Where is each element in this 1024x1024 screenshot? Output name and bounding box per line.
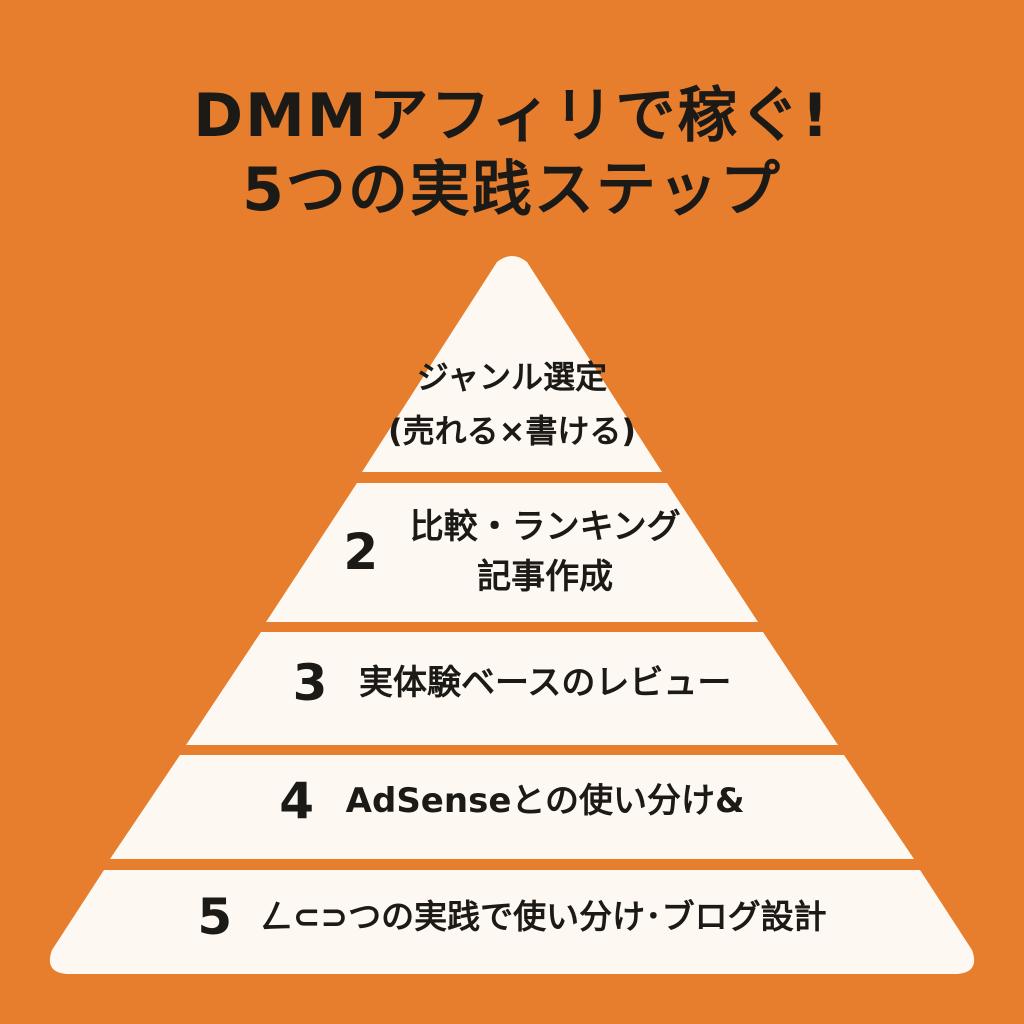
pyramid-tier-1 <box>362 256 662 472</box>
step-2-text: 比較・ランキング 記事作成 <box>410 502 681 602</box>
step-1-line-1: ジャンル選定 <box>416 358 608 396</box>
step-4-number: 4 <box>279 772 315 830</box>
step-3-number: 3 <box>292 654 328 712</box>
title-line-2: 5つの実践ステップ <box>242 155 782 225</box>
step-5-number: 5 <box>197 888 233 946</box>
pyramid-tier-5 <box>49 870 975 974</box>
step-3-text: 実体験ベースのレビュー <box>359 663 732 703</box>
step-1-line-2: (売れる×書ける) <box>387 412 637 450</box>
step-4-text: AdSenseとの使い分け& <box>345 781 745 821</box>
step-1-text: ジャンル選定 (売れる×書ける) <box>388 350 636 458</box>
step-3: 3 実体験ベースのレビュー <box>0 654 1024 712</box>
step-5: 5 ㄥ⊂⊃つの実践で使い分け･ブログ設計 <box>0 888 1024 946</box>
title-line-1: DMMアフィリで稼ぐ! <box>193 81 831 151</box>
step-2: 2 比較・ランキング 記事作成 <box>0 502 1024 602</box>
step-2-line-1: 比較・ランキング <box>409 507 681 547</box>
step-5-text: ㄥ⊂⊃つの実践で使い分け･ブログ設計 <box>259 897 827 936</box>
pyramid-tier-2 <box>266 483 758 622</box>
pyramid-tier-4 <box>110 755 914 859</box>
step-1: ジャンル選定 (売れる×書ける) <box>0 350 1024 458</box>
step-2-number: 2 <box>343 523 379 581</box>
step-4: 4 AdSenseとの使い分け& <box>0 772 1024 830</box>
step-2-line-2: 記事作成 <box>477 557 614 597</box>
pyramid-tier-3 <box>186 632 838 745</box>
